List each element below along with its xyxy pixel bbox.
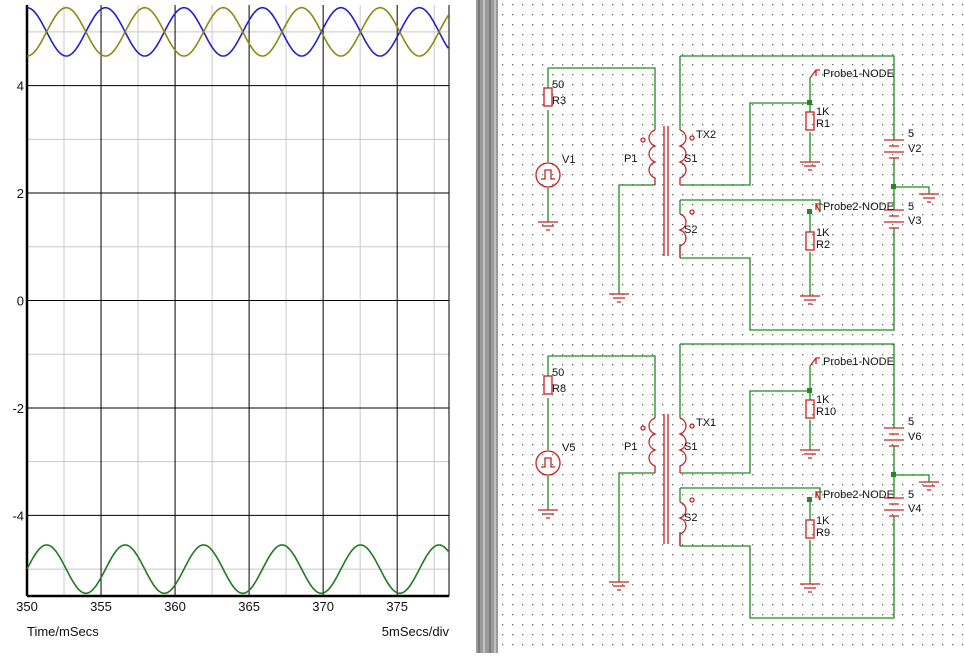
secondary-1-label: S1: [684, 441, 697, 453]
load-resistor-1-value: 1K: [816, 394, 830, 406]
y-tick-label: 2: [17, 186, 24, 201]
transformer-ref: TX2: [696, 129, 716, 141]
battery-1-value: 5: [908, 128, 914, 140]
secondary-1-label: S1: [684, 153, 697, 165]
battery-1-ref: V2: [908, 143, 921, 155]
secondary-2-label: S2: [684, 512, 697, 524]
probe1-label[interactable]: Probe1-NODE: [823, 68, 894, 80]
x-tick-label: 375: [386, 599, 408, 614]
source-ref: V1: [562, 154, 575, 166]
x-axis-label: Time/mSecs: [27, 624, 99, 639]
y-tick-label: 0: [17, 294, 24, 309]
trace-series-0: [27, 6, 449, 57]
pane-splitter[interactable]: [476, 0, 498, 653]
waveform-plot-pane[interactable]: 4 2 0 -2 -4 350 355 360 365 370 375 Time/mSecs 5m…: [0, 0, 476, 653]
resistor-value: 50: [552, 79, 564, 91]
schematic-grid: [498, 0, 964, 653]
probe2-label[interactable]: Probe2-NODE: [823, 201, 894, 213]
schematic-editor[interactable]: 50 R3 V1 P1 TX2 S1 S2 Probe1-NODE Probe2…: [498, 0, 964, 653]
primary-label: P1: [624, 441, 637, 453]
transformer-ref: TX1: [696, 417, 716, 429]
trace-series-2: [26, 544, 449, 595]
waveform-plot[interactable]: 4 2 0 -2 -4 350 355 360 365 370 375 Time/mSecs 5m…: [0, 0, 476, 653]
battery-1-value: 5: [908, 416, 914, 428]
y-tick-label: -2: [12, 401, 24, 416]
x-tick-label: 365: [238, 599, 260, 614]
load-resistor-1-ref: R1: [816, 118, 830, 130]
battery-2-ref: V3: [908, 215, 921, 227]
resistor-value: 50: [552, 367, 564, 379]
x-tick-label: 355: [90, 599, 112, 614]
battery-1-ref: V6: [908, 431, 921, 443]
load-resistor-1-value: 1K: [816, 106, 830, 118]
resistor-ref: R8: [552, 383, 566, 395]
x-tick-label: 360: [164, 599, 186, 614]
probe1-label[interactable]: Probe1-NODE: [823, 356, 894, 368]
load-resistor-2-ref: R2: [816, 239, 830, 251]
circuit-lower[interactable]: 50 R8 V5 P1 TX1 S1 S2 Probe1-NODE Probe2…: [535, 343, 940, 619]
primary-label: P1: [624, 153, 637, 165]
load-resistor-2-value: 1K: [816, 227, 830, 239]
probe2-label[interactable]: Probe2-NODE: [823, 489, 894, 501]
waveform-traces: [26, 6, 449, 595]
load-resistor-2-ref: R9: [816, 527, 830, 539]
battery-2-ref: V4: [908, 503, 921, 515]
y-tick-label: 4: [17, 79, 24, 94]
secondary-2-label: S2: [684, 224, 697, 236]
major-grid: [25, 5, 450, 598]
battery-2-value: 5: [908, 489, 914, 501]
y-tick-label: -4: [12, 508, 24, 523]
x-tick-label: 350: [16, 599, 38, 614]
x-axis-tick-labels: 350 355 360 365 370 375: [16, 599, 408, 614]
resistor-ref: R3: [552, 95, 566, 107]
circuit-upper[interactable]: 50 R3 V1 P1 TX2 S1 S2 Probe1-NODE Probe2…: [535, 55, 940, 331]
time-per-division-label: 5mSecs/div: [382, 624, 450, 639]
schematic-canvas[interactable]: 50 R3 V1 P1 TX2 S1 S2 Probe1-NODE Probe2…: [498, 0, 964, 653]
source-ref: V5: [562, 442, 575, 454]
x-tick-label: 370: [312, 599, 334, 614]
trace-series-1: [27, 6, 449, 57]
y-axis-tick-labels: 4 2 0 -2 -4: [12, 79, 24, 524]
load-resistor-2-value: 1K: [816, 515, 830, 527]
load-resistor-1-ref: R10: [816, 406, 836, 418]
battery-2-value: 5: [908, 201, 914, 213]
